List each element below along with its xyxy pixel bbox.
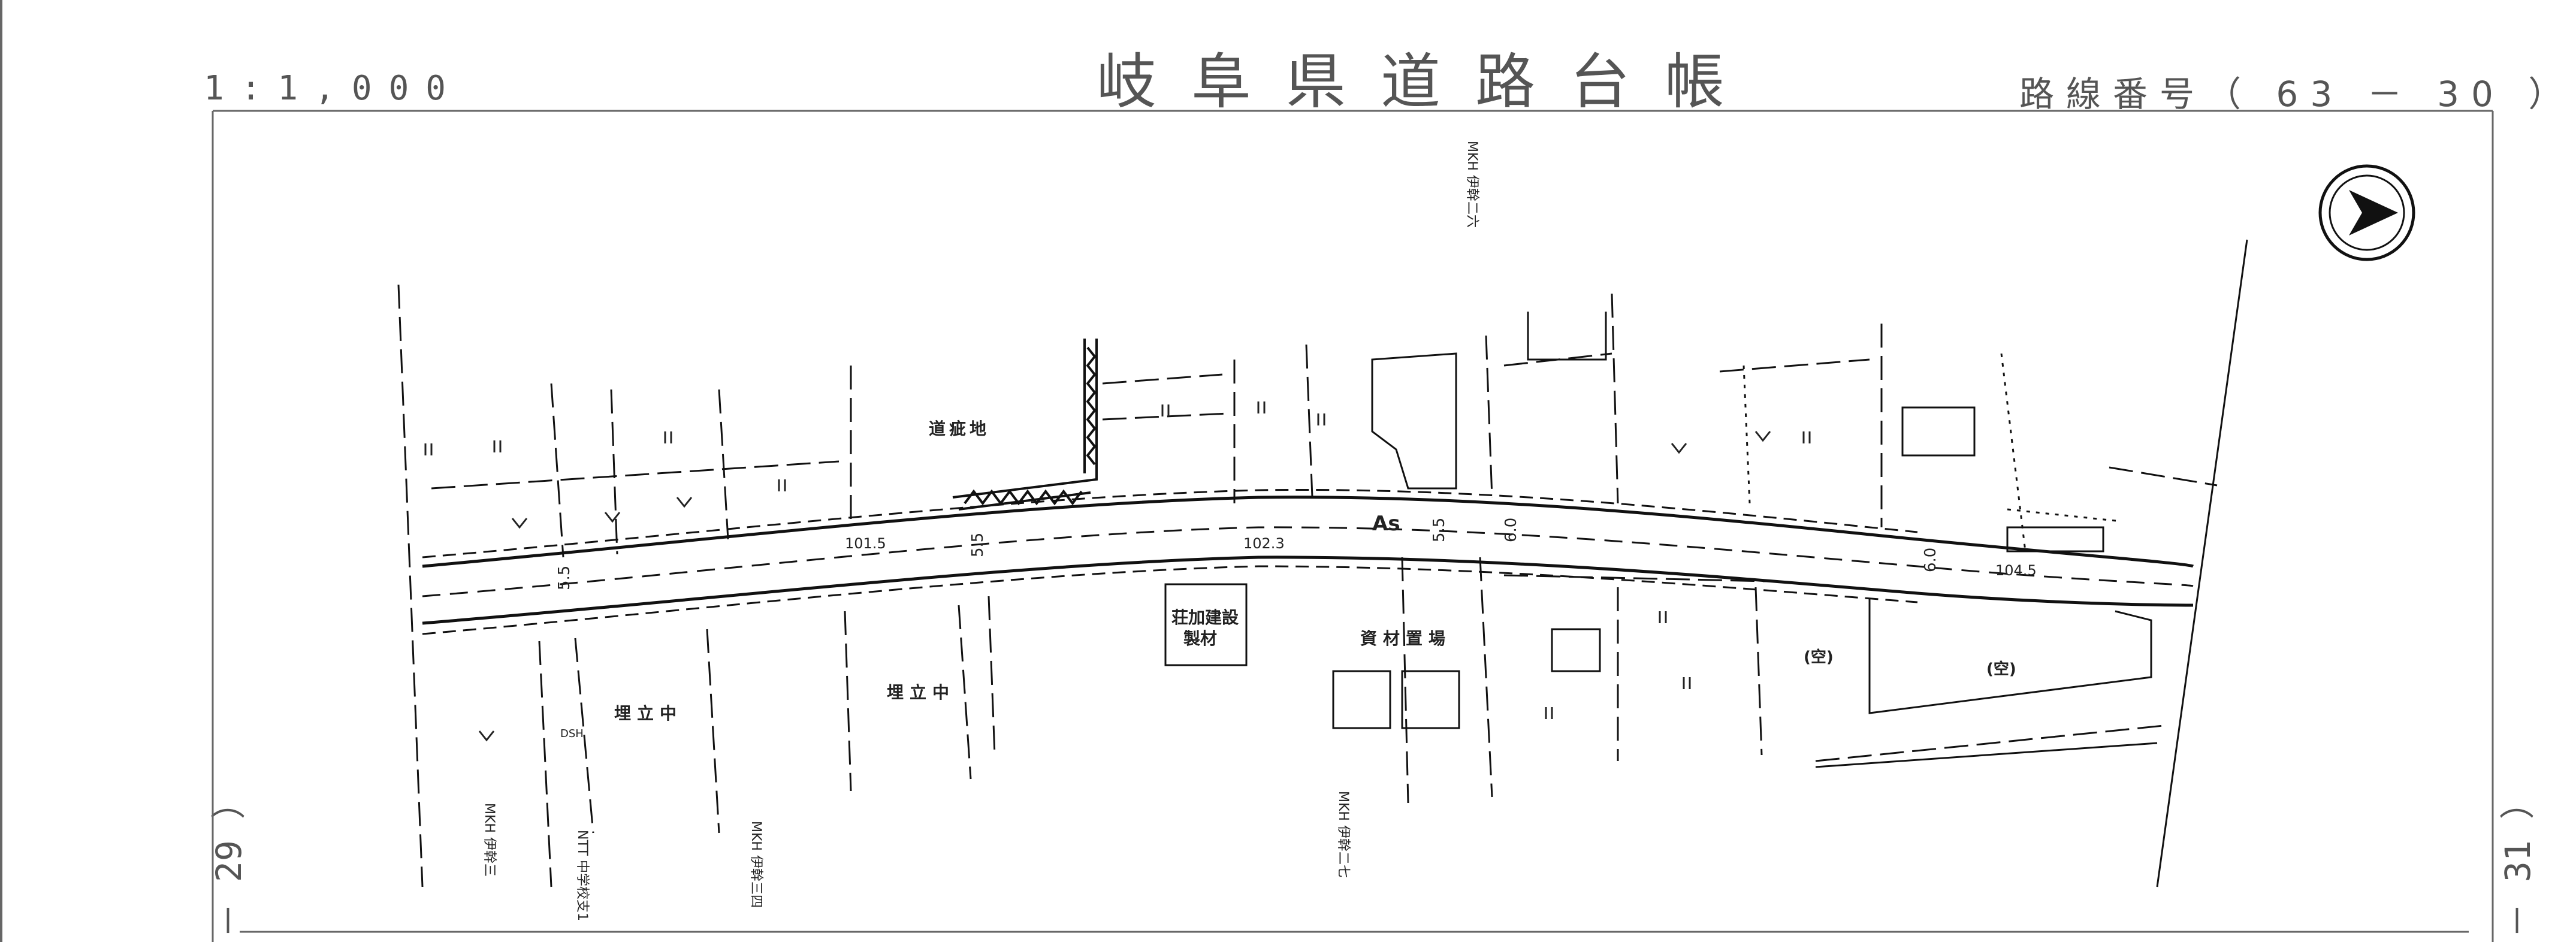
facility-label-1: 荘加建設 (1171, 608, 1239, 627)
map-frame (0, 0, 2494, 942)
parcel-lines-south (538, 557, 2170, 887)
embankment-hatching (952, 339, 1098, 511)
map-scale: 1:1,000 (204, 69, 463, 108)
parcel-lines-north (397, 239, 2248, 887)
road-surface-label: As (1372, 512, 1400, 536)
pole-label-2: MKH 伊幹三 (482, 803, 497, 877)
waste-land-label: 道疵地 (929, 419, 990, 439)
width-label-1: 5.5 (555, 566, 573, 590)
north-arrow-icon (2318, 164, 2415, 261)
width-label-4: 6.0 (1502, 518, 1520, 542)
width-label-5: 6.0 (1922, 548, 1940, 572)
reclaim-label-1: 埋立中 (614, 704, 682, 723)
road-labels: As 5.5 5.5 5.5 6.0 6.0 101.5 102.3 104.5 (555, 512, 2037, 590)
vacant-label-2: (空) (1986, 660, 2016, 678)
pole-labels: MKH 伊幹二六 MKH 伊幹三 NTT 中学校支1 MKH 伊幹三四 MKH … (482, 141, 1479, 921)
facility-label-2: 製材 (1183, 629, 1217, 648)
route-number: 路線番号（ 63 － 30 ） (2019, 74, 2575, 114)
width-label-2: 5.5 (969, 533, 987, 557)
pole-label-4: MKH 伊幹三四 (748, 821, 763, 908)
pole-mark-label: DSH (560, 727, 584, 740)
pole-label-3: NTT 中学校支1 (575, 830, 590, 921)
building-outlines (1164, 312, 2152, 729)
land-use-symbols (424, 401, 1811, 742)
pole-label-1: MKH 伊幹二六 (1464, 141, 1479, 228)
map-title: 岐阜県道路台帳 (1097, 47, 1759, 117)
area-labels: 荘加建設 製材 資材置場 埋立中 埋立中 道疵地 (空) (空) (614, 419, 2016, 723)
vacant-label-1: (空) (1804, 648, 1834, 666)
width-label-3: 5.5 (1430, 518, 1448, 542)
kp-label-3: 104.5 (1995, 562, 2037, 579)
kp-label-2: 102.3 (1243, 535, 1285, 552)
reclaim-label-2: 埋立中 (887, 683, 955, 702)
kp-label-1: 101.5 (845, 535, 886, 552)
pole-label-5: MKH 伊幹二七 (1336, 791, 1351, 878)
material-yard-label: 資材置場 (1360, 629, 1451, 648)
